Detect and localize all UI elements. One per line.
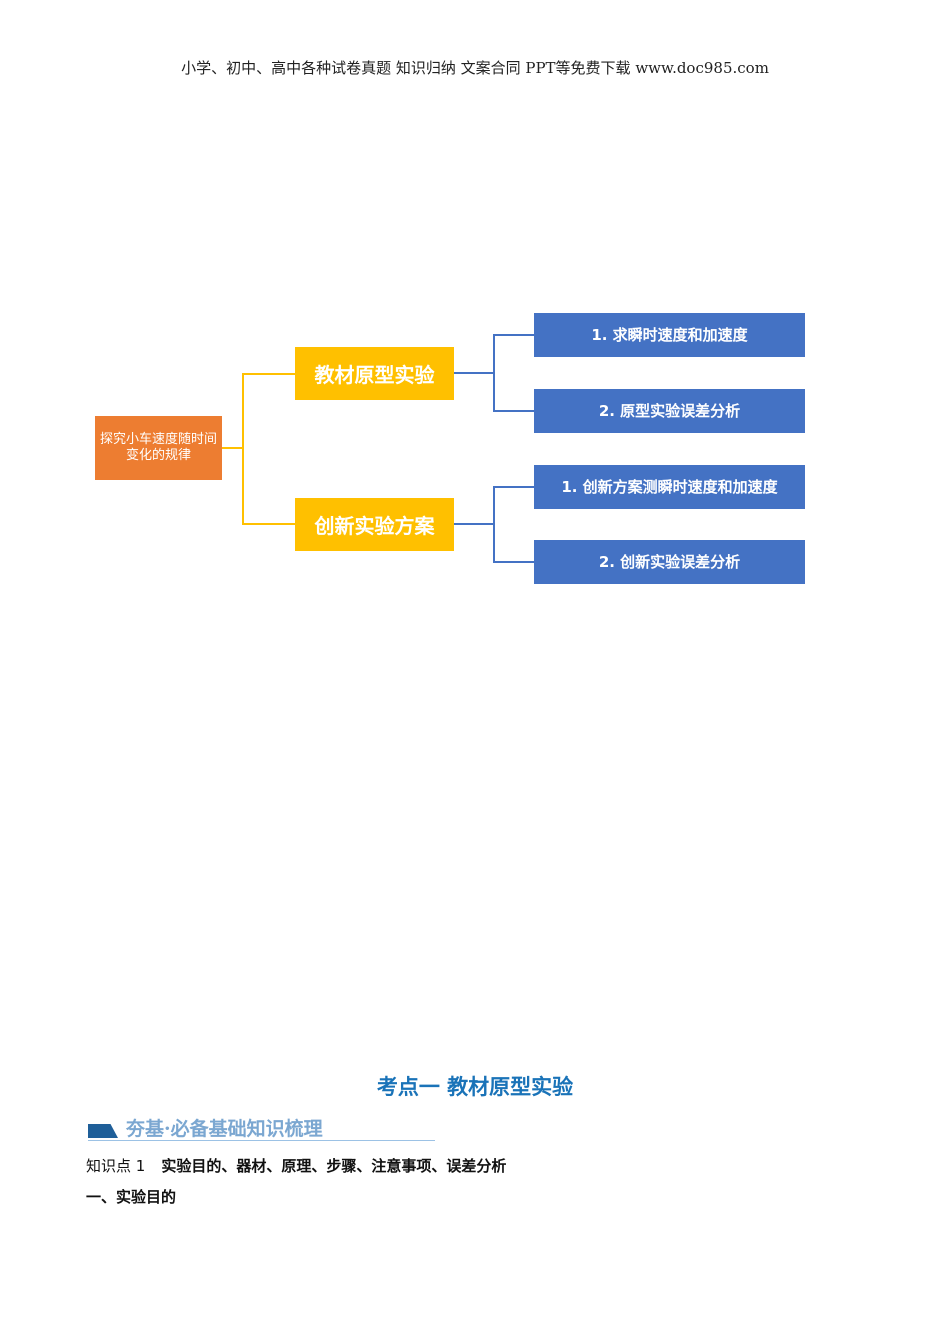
- section-title: 考点一 教材原型实验: [376, 1075, 574, 1099]
- knowledge-point-label: 知识点 1: [86, 1157, 146, 1175]
- leaf-innovative-error: 2. 创新实验误差分析: [534, 540, 805, 584]
- banner-underline: [88, 1112, 435, 1141]
- knowledge-point: 知识点 1 实验目的、器材、原理、步骤、注意事项、误差分析: [86, 1155, 506, 1176]
- banner-bar-icon: [88, 1124, 118, 1138]
- leaf-instant-velocity: 1. 求瞬时速度和加速度: [534, 313, 805, 357]
- mindmap-root: 探究小车速度随时间变化的规律: [95, 416, 222, 480]
- knowledge-point-text: 实验目的、器材、原理、步骤、注意事项、误差分析: [161, 1157, 507, 1175]
- branch-innovative-experiment: 创新实验方案: [295, 498, 454, 551]
- branch-textbook-experiment: 教材原型实验: [295, 347, 454, 400]
- page-header: 小学、初中、高中各种试卷真题 知识归纳 文案合同 PPT等免费下载 www.do…: [181, 59, 769, 77]
- leaf-prototype-error: 2. 原型实验误差分析: [534, 389, 805, 433]
- banner-title: 夯基·必备基础知识梳理: [126, 1118, 323, 1140]
- leaf-innovative-measure: 1. 创新方案测瞬时速度和加速度: [534, 465, 805, 509]
- heading-objective: 一、实验目的: [86, 1188, 177, 1206]
